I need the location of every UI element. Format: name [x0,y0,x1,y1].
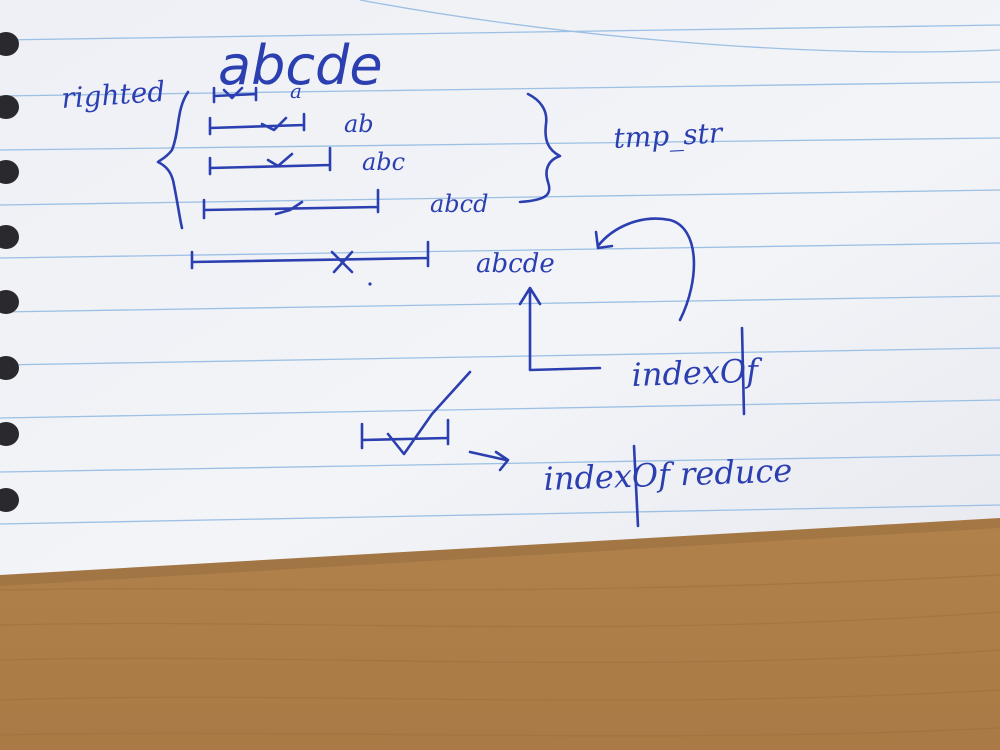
check-bar [360,370,472,456]
row-bar-5 [190,240,430,286]
row-label-1: a [290,79,302,103]
spiral-holes [0,32,19,512]
up-arrow [518,286,602,372]
return-arrow [596,217,696,322]
row-bar-2 [208,112,306,136]
row-label-5: abcde [476,249,555,279]
small-arrow [468,450,510,472]
wood-grain [0,574,1000,737]
index-stroke [740,326,746,416]
row-label-2: ab [344,110,374,138]
row-bars [190,86,430,286]
row-label-4: abcd [430,190,488,218]
row-bar-4 [202,188,380,220]
left-brace [156,90,190,230]
final-stroke [632,444,640,528]
right-brace [518,92,562,204]
top-curve-line [359,0,1000,53]
brace-label: tmp_str [613,116,725,155]
paper-sheet [0,0,1000,575]
row-bar-3 [208,146,332,176]
heading-text: abcde [218,34,383,97]
final-label: indexOf reduce [543,451,793,498]
left-label: righted [60,75,166,115]
row-bar-1 [212,86,258,104]
row-label-3: abc [362,148,405,176]
return-arrowhead [594,230,614,250]
ruled-lines [0,24,1000,525]
